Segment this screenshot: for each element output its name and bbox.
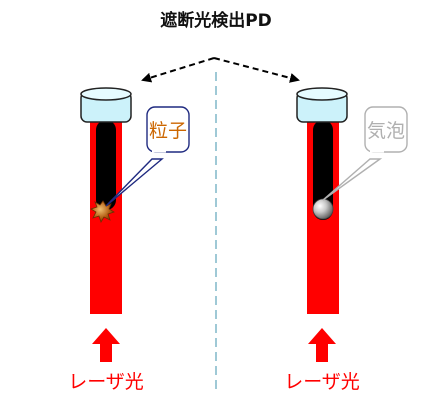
left-pointer-arrow (141, 57, 215, 83)
left-assembly: 粒子 レーザ光 (68, 87, 190, 393)
particle-callout (105, 106, 190, 207)
right-pointer-arrow (213, 57, 300, 83)
right-up-arrow-icon (308, 328, 336, 362)
particle-icon (90, 200, 115, 223)
left-detector (80, 87, 132, 123)
bubble-label: 気泡 (367, 120, 405, 142)
left-laser-label: レーザ光 (68, 371, 144, 393)
right-laser-label: レーザ光 (284, 371, 360, 393)
bubble-callout (322, 106, 408, 201)
left-flow-tube (96, 120, 116, 210)
right-detector (296, 87, 348, 123)
detector-pointer-arrows (141, 57, 300, 83)
right-assembly: 気泡 レーザ光 (284, 87, 408, 393)
particle-label: 粒子 (149, 120, 187, 142)
bubble-icon (312, 198, 334, 220)
title: 遮断光検出PD (160, 10, 272, 31)
left-up-arrow-icon (92, 328, 120, 362)
